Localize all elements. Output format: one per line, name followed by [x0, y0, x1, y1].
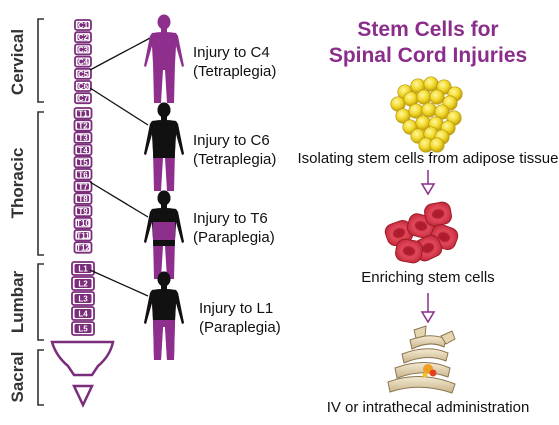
step-enriching: Enriching stem cells	[361, 269, 494, 286]
sacral-label: Sacral	[8, 351, 27, 402]
sacrum	[50, 340, 115, 377]
vertebra-t11: T11	[73, 229, 93, 242]
vertebra-label: C5	[78, 70, 89, 79]
vertebra-t4: T4	[73, 143, 93, 157]
vertebra-t12: T12	[73, 241, 93, 254]
coccyx	[72, 384, 94, 408]
vertebra-label: C7	[78, 94, 89, 103]
vertebra-label: T10	[76, 219, 90, 228]
injury-c6-level: Injury to C6	[193, 132, 270, 149]
vertebra-label: T8	[78, 195, 88, 204]
vertebra-t2: T2	[73, 119, 93, 132]
vertebra-label: T1	[78, 109, 88, 118]
vertebra-c6: C6	[74, 80, 92, 92]
vertebra-label: T9	[78, 207, 88, 216]
stem-cell	[395, 238, 423, 264]
vertebra-label: C3	[78, 45, 89, 54]
vertebra-t10: T10	[73, 216, 93, 230]
lumbar-label: Lumbar	[8, 270, 27, 333]
vertebra-l3: L3	[71, 291, 95, 306]
vertebra-t8: T8	[73, 192, 93, 205]
enriched-stem-cells-image	[384, 201, 459, 264]
injury-l1-type: (Paraplegia)	[199, 319, 281, 336]
adipose-cell	[434, 104, 450, 120]
vertebra-label: C4	[78, 58, 89, 67]
vertebra-c2: C2	[74, 31, 92, 44]
vertebra-label: T11	[76, 231, 90, 240]
figure-t6	[144, 190, 184, 279]
region-brackets	[37, 18, 44, 406]
vertebra-t9: T9	[73, 204, 93, 218]
vertebra-t3: T3	[73, 131, 93, 144]
vertebra-c4: C4	[74, 55, 92, 68]
step-isolating: Isolating stem cells from adipose tissue	[298, 150, 559, 167]
title-line-2: Spinal Cord Injuries	[329, 44, 527, 67]
vertebra-label: L3	[78, 295, 88, 304]
vertebra-label: L4	[78, 310, 88, 319]
injury-t6-type: (Paraplegia)	[193, 229, 275, 246]
vertebra-c1: C1	[74, 19, 92, 31]
vertebra-t5: T5	[73, 155, 93, 169]
adipose-cell	[421, 102, 437, 118]
vertebra-c3: C3	[74, 43, 92, 56]
injury-connectors	[89, 36, 153, 297]
figure-c4	[144, 14, 184, 103]
figure-c6	[144, 102, 184, 191]
figure-l1	[144, 271, 184, 360]
vertebra-label: C1	[78, 21, 89, 30]
arrow-down-icon	[420, 170, 436, 196]
vertebra-l1: L1	[71, 261, 95, 276]
vertebra-t1: T1	[73, 107, 93, 120]
vertebra-label: T5	[78, 158, 88, 167]
cervical-label: Cervical	[8, 29, 27, 95]
vertebra-label: T2	[78, 121, 88, 130]
adipose-cells-image	[390, 76, 463, 153]
stem-cell	[424, 201, 452, 227]
vertebra-l5: L5	[71, 321, 95, 336]
vertebra-label: L5	[78, 325, 88, 334]
vertebra-label: C2	[78, 33, 89, 42]
vertebra-l4: L4	[71, 306, 95, 321]
vertebra-label: T4	[78, 146, 88, 155]
adipose-cell	[416, 89, 432, 105]
vertebra-t7: T7	[73, 180, 93, 193]
vertebra-c5: C5	[74, 67, 92, 80]
vertebra-label: T6	[78, 170, 88, 179]
vertebra-label: T12	[76, 243, 90, 252]
vertebra-t6: T6	[73, 168, 93, 181]
adipose-cell	[429, 137, 445, 153]
injury-l1-level: Injury to L1	[199, 300, 273, 317]
thoracic-label: Thoracic	[8, 148, 27, 219]
spine-injection-image	[387, 325, 456, 394]
title-line-1: Stem Cells for	[357, 18, 498, 41]
vertebra-label: T3	[78, 134, 88, 143]
arrow-down-icon	[420, 293, 436, 324]
vertebra-label: T7	[78, 182, 88, 191]
injury-c4-type: (Tetraplegia)	[193, 63, 276, 80]
injury-t6-level: Injury to T6	[193, 210, 268, 227]
vertebra-label: L2	[78, 280, 88, 289]
injury-c6-type: (Tetraplegia)	[193, 151, 276, 168]
adipose-cell	[423, 76, 439, 92]
adipose-cell	[395, 108, 411, 124]
vertebra-l2: L2	[71, 276, 95, 291]
vertebra-label: C6	[78, 82, 89, 91]
vertebra-label: L1	[78, 265, 88, 274]
vertebra-c7: C7	[74, 92, 92, 105]
step-administration: IV or intrathecal administration	[327, 399, 530, 416]
injury-c4-level: Injury to C4	[193, 44, 270, 61]
adipose-cell	[429, 89, 445, 105]
